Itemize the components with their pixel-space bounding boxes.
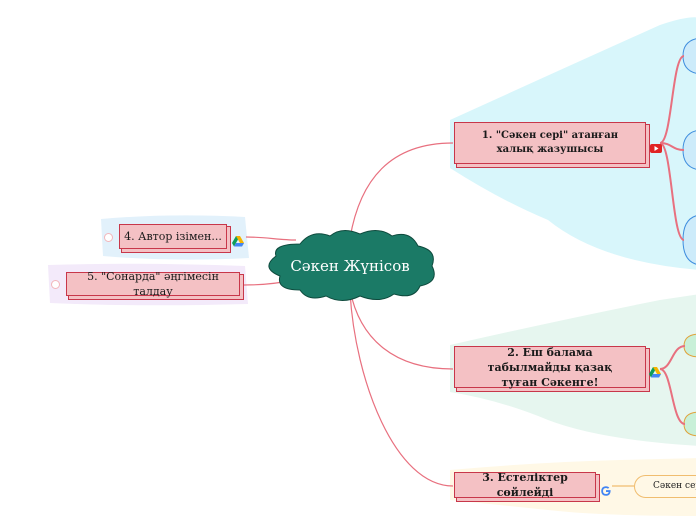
branch-5-node[interactable]: 5. "Сонарда" әңгімесін талдау — [66, 270, 240, 298]
connector-branch-2-child — [659, 345, 686, 370]
branch-5-label: 5. "Сонарда" әңгімесін талдау — [87, 270, 219, 298]
branch-3-node[interactable]: 3. Естеліктер сөйлейді — [454, 471, 596, 499]
branch-2-node[interactable]: 2. Еш балама табылмайды қазақ туған Сәке… — [454, 345, 646, 389]
central-topic-label[interactable]: Сәкен Жүнісов — [290, 257, 410, 275]
connector-branch-2 — [349, 289, 454, 370]
connector-branch-1 — [349, 142, 454, 239]
connector-branch-4 — [245, 236, 297, 241]
branch-2-label: 2. Еш балама табылмайды қазақ туған Сәке… — [487, 345, 613, 389]
branch-1-node[interactable]: 1. "Сәкен сері" атанған халық жазушысы — [454, 122, 646, 164]
branch-4-label: 4. Автор ізімен... — [124, 230, 222, 243]
branch-4-node[interactable]: 4. Автор ізімен... — [119, 224, 227, 249]
connector-branch-1-child — [659, 142, 685, 241]
central-topic-cloud — [268, 230, 435, 301]
google-drive-icon[interactable] — [649, 363, 661, 378]
connector-branch-2-child — [659, 368, 686, 425]
branch-1-label: 1. "Сәкен сері" атанған халық жазушысы — [481, 130, 619, 155]
branch-5-collapse-toggle[interactable] — [51, 280, 60, 289]
google-icon[interactable] — [601, 481, 611, 496]
youtube-icon[interactable] — [650, 138, 662, 153]
google-drive-icon[interactable] — [232, 232, 244, 247]
branch-3-child-node[interactable]: Сәкен сері — [634, 475, 696, 498]
connector-branch-3 — [349, 291, 454, 487]
branch-4-collapse-toggle[interactable] — [104, 233, 113, 242]
connector-branch-1-child — [659, 142, 685, 151]
branch-3-label: 3. Естеліктер сөйлейді — [482, 471, 568, 499]
connector-branch-1-child — [659, 55, 685, 144]
